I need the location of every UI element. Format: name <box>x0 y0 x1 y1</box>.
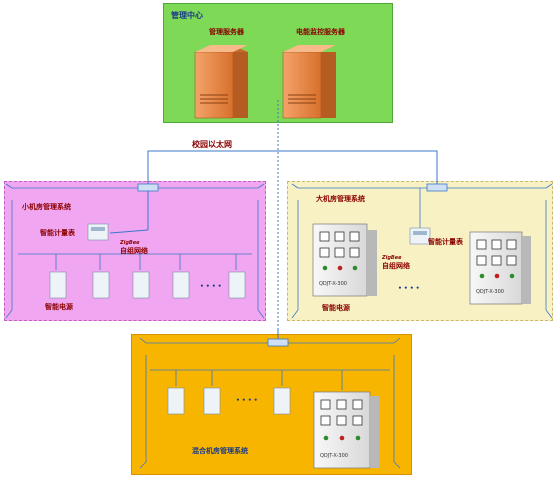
backbone-lines <box>109 100 438 342</box>
smart-socket-units-hybrid <box>167 387 291 415</box>
large-room-zigbee-brand: ZigBee <box>382 255 402 261</box>
small-room-ellipsis: • • • • <box>200 283 222 290</box>
hybrid-cabinet-model: QDJT-X-300 <box>320 453 348 459</box>
small-room-zigbee-brand: ZigBee <box>120 240 140 246</box>
large-room-sockets-label: 智能电源 <box>322 304 350 312</box>
large-room-meter-label: 智能计量表 <box>428 238 463 246</box>
hybrid-room-ellipsis: • • • • <box>236 397 258 404</box>
large-room-zigbee-label: 自组网络 <box>382 262 410 270</box>
switch-small-room <box>137 183 159 192</box>
campus-ethernet-label: 校园以太网 <box>192 140 232 149</box>
management-server <box>194 45 248 119</box>
large-room-ellipsis: • • • • <box>398 285 420 292</box>
energy-server-label: 电能监控服务器 <box>296 28 345 36</box>
large-cabinet-right-model: QDJT-X-300 <box>476 289 504 295</box>
energy-monitor-server <box>282 45 336 119</box>
large-room-title: 大机房管理系统 <box>316 195 365 203</box>
management-title: 管理中心 <box>171 11 203 20</box>
meter-large-room <box>409 227 431 245</box>
small-room-meter-label: 智能计量表 <box>40 229 75 237</box>
small-room-sockets-label: 智能电源 <box>45 303 73 311</box>
power-cabinet-large-left <box>312 223 377 297</box>
hybrid-room-title: 混合机房管理系统 <box>192 447 248 455</box>
switch-large-room <box>426 183 448 192</box>
large-cabinet-left-model: QDJT-X-300 <box>319 281 347 287</box>
switch-hybrid-room <box>267 338 289 347</box>
small-room-zigbee-label: 自组网络 <box>120 247 148 255</box>
small-room-lines <box>5 183 265 319</box>
power-cabinet-hybrid <box>313 391 379 469</box>
large-room-lines <box>291 183 553 319</box>
meter-small-room <box>87 223 109 241</box>
management-server-label: 管理服务器 <box>209 28 244 36</box>
power-cabinet-large-right <box>469 231 531 305</box>
small-room-title: 小机房管理系统 <box>22 203 71 211</box>
smart-socket-units-small <box>49 271 246 299</box>
